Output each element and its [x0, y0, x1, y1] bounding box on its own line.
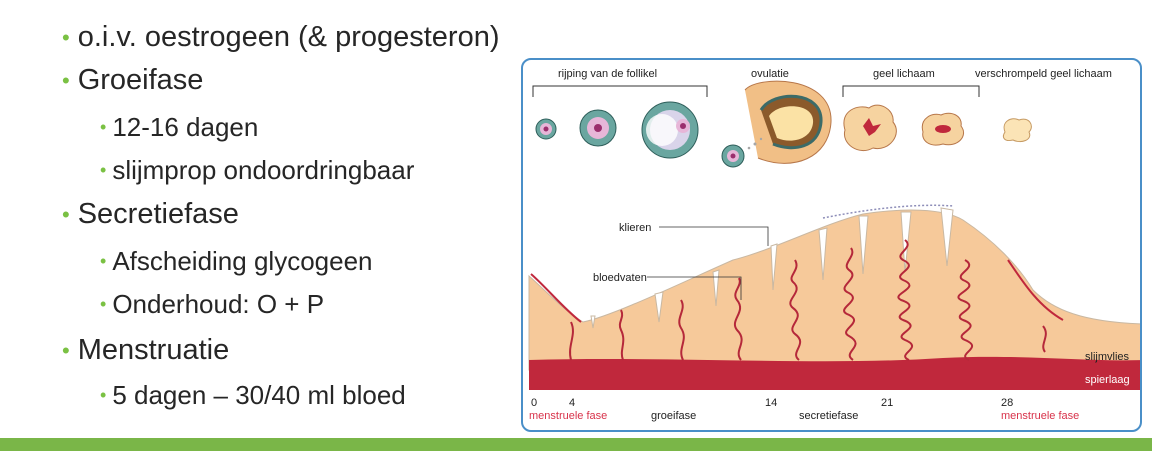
phase-menstrual-start: menstruele fase	[529, 410, 607, 422]
corpus-albicans-icon	[1002, 118, 1032, 143]
label-ripening: rijping van de follikel	[558, 68, 657, 80]
day-tick-28: 28	[1001, 397, 1013, 409]
menstrual-cycle-diagram: rijping van de follikel ovulatie geel li…	[521, 58, 1142, 432]
menstrual-bleeding-left	[530, 273, 582, 323]
callout-glands: klieren	[619, 222, 651, 234]
bullet-text: Afscheiding glycogeen	[112, 246, 373, 276]
sub-bullet-item: •Afscheiding glycogeen	[100, 246, 373, 277]
phase-growth: groeifase	[651, 410, 696, 422]
bullet-dot-icon: •	[100, 117, 107, 137]
small-follicle-icon	[535, 118, 557, 140]
bullet-text: Groeifase	[77, 64, 204, 96]
label-ovulation: ovulatie	[751, 68, 789, 80]
label-corpus-luteum: geel lichaam	[873, 68, 935, 80]
callout-glands-line	[659, 226, 769, 246]
bullet-text: Onderhoud: O + P	[112, 289, 325, 319]
bullet-text: Menstruatie	[77, 334, 230, 366]
glands	[590, 207, 954, 329]
bullet-item: • Groeifase	[62, 64, 203, 97]
sub-bullet-item: •slijmprop ondoordringbaar	[100, 155, 414, 186]
regressing-corpus-luteum-icon	[921, 112, 965, 146]
bullet-dot-icon: •	[100, 385, 107, 405]
callout-mucosa: slijmvlies	[1085, 351, 1130, 363]
corpus-luteum-icon	[843, 104, 897, 152]
footer-accent-bar	[0, 438, 1152, 451]
sub-bullet-item: •Onderhoud: O + P	[100, 289, 324, 320]
bullet-dot-icon: •	[100, 251, 107, 271]
endometrium-layer	[528, 209, 1140, 371]
bullet-dot-icon: •	[100, 160, 107, 180]
bullet-dot-icon: •	[62, 201, 70, 227]
diagram-canvas: rijping van de follikel ovulatie geel li…	[528, 68, 1140, 422]
blood-vessels	[569, 239, 1047, 361]
bullet-dot-icon: •	[100, 294, 107, 314]
sub-bullet-item: •5 dagen – 30/40 ml bloed	[100, 380, 406, 411]
bullet-text: 12-16 dagen	[112, 112, 259, 142]
bullet-text: slijmprop ondoordringbaar	[112, 155, 415, 185]
muscle-layer	[529, 356, 1140, 390]
medium-follicle-icon	[579, 109, 617, 147]
endometrium-surface-line	[822, 204, 954, 219]
phase-menstrual-end: menstruele fase	[1001, 410, 1079, 422]
bullet-text: 5 dagen – 30/40 ml bloed	[112, 380, 406, 410]
day-tick-0: 0	[531, 397, 537, 409]
bullet-item: • Secretiefase	[62, 198, 239, 231]
phase-secretory: secretiefase	[799, 410, 858, 422]
callout-vessels: bloedvaten	[593, 272, 647, 284]
mature-follicle-icon	[641, 101, 699, 159]
day-tick-4: 4	[569, 397, 575, 409]
callout-muscle: spierlaag	[1085, 374, 1130, 386]
day-tick-14: 14	[765, 397, 777, 409]
bullet-dot-icon: •	[62, 24, 70, 50]
bullet-item: • o.i.v. oestrogeen (& progesteron)	[62, 21, 500, 54]
corpus-luteum-bracket	[842, 85, 980, 97]
label-shrunken-corpus-luteum: verschrompeld geel lichaam	[975, 68, 1112, 80]
callout-vessels-line	[647, 276, 742, 300]
menstrual-bleeding-right	[1007, 259, 1064, 321]
sub-bullet-item: •12-16 dagen	[100, 112, 258, 143]
bullet-text: o.i.v. oestrogeen (& progesteron)	[77, 21, 500, 53]
ripening-bracket	[532, 85, 708, 97]
day-tick-21: 21	[881, 397, 893, 409]
bullet-dot-icon: •	[62, 67, 70, 93]
bullet-dot-icon: •	[62, 337, 70, 363]
bullet-item: • Menstruatie	[62, 334, 229, 367]
ovulation-follicle-icon	[721, 80, 832, 168]
bullet-text: Secretiefase	[77, 198, 239, 230]
